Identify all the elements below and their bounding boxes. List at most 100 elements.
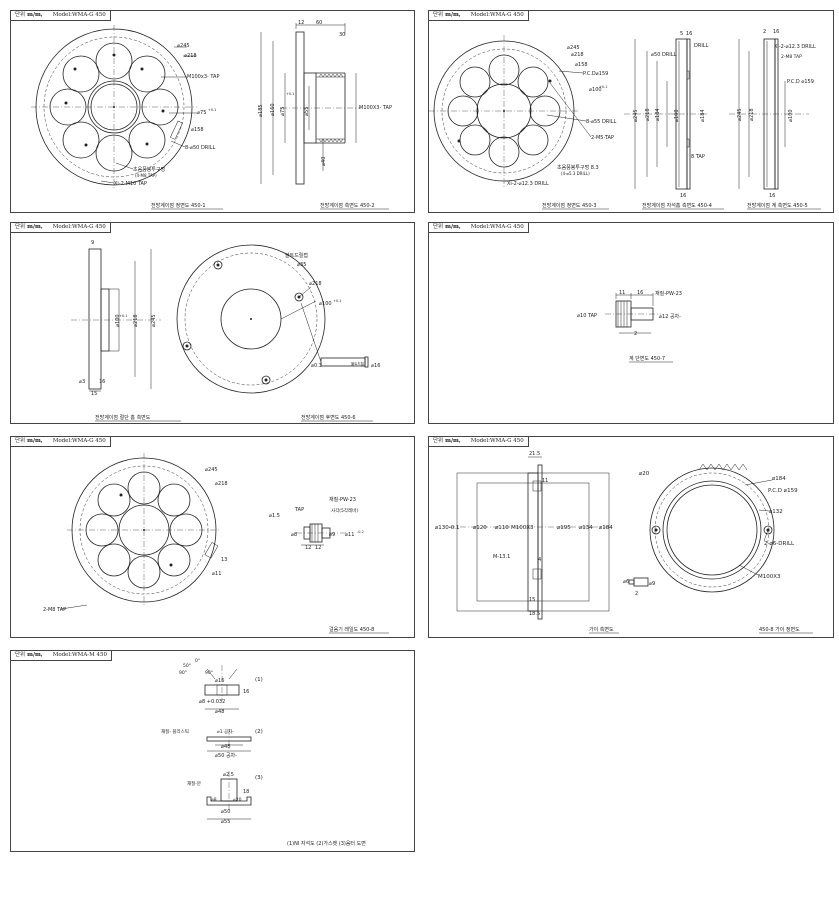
label-rdrill: Xi-2-⌀12.3 DRILL bbox=[774, 44, 816, 50]
label-m16: 16 bbox=[637, 290, 643, 296]
label-n1: (1) bbox=[255, 677, 263, 683]
label-mat3: 재질-분 bbox=[187, 780, 201, 787]
caption-section: 전방계이점 절단 홈 측면도 bbox=[95, 414, 151, 421]
label-tap: ⌀10 TAP bbox=[577, 313, 597, 319]
label-rdrill: 2-⌀6-DRILL bbox=[764, 541, 795, 547]
label-g120: ⌀120 bbox=[473, 525, 487, 531]
label-mtap: TAP bbox=[294, 507, 304, 513]
label-h3: ⌀3 bbox=[79, 379, 85, 385]
label-p20: ⌀20 bbox=[233, 797, 242, 803]
label-d158: ⌀158 bbox=[575, 62, 588, 68]
label-r184: ⌀184 bbox=[772, 476, 786, 482]
label-d13: 13 bbox=[221, 557, 227, 563]
label-p1: ⌀1 공차- bbox=[217, 728, 234, 735]
label-p16: ⌀16 bbox=[215, 678, 224, 684]
label-d11: ⌀11 bbox=[212, 571, 221, 577]
label-g134: ⌀134 bbox=[579, 525, 593, 531]
label-s75: ⌀75 bbox=[280, 107, 286, 116]
label-t60: 60 bbox=[316, 20, 322, 26]
label-d100-tol: +0.1 bbox=[599, 85, 608, 89]
caption-guide-front: 450-8 가이 정면도 bbox=[759, 626, 800, 633]
label-d218: ⌀218 bbox=[184, 53, 197, 59]
label-p16b: 16 bbox=[243, 689, 249, 695]
label-d245: ⌀245 bbox=[567, 45, 580, 51]
label-g195: ⌀195 bbox=[557, 525, 571, 531]
drawing-parts-1-2-3: 50° 0° 90° 90° ⌀16 ⌀8 +0.032 ⌀48 16 (1) … bbox=[161, 658, 366, 847]
caption-450-4: 전방계이점 자석홈 측면도 450-4 bbox=[642, 202, 712, 209]
label-r100: ⌀100 bbox=[788, 109, 794, 122]
label-r2: 2 bbox=[635, 591, 638, 597]
label-d245: ⌀245 bbox=[177, 43, 190, 49]
label-m11-tol: -0.2 bbox=[357, 530, 364, 534]
label-m9: ⌀9 bbox=[329, 532, 335, 538]
label-g11: 11 bbox=[542, 478, 548, 484]
label-cdrill: DRILL bbox=[694, 43, 709, 49]
label-g185: 18.5 bbox=[529, 611, 540, 617]
label-two: 2 bbox=[634, 331, 637, 337]
label-a90b: 90° bbox=[205, 670, 213, 676]
label-p18: 18 bbox=[243, 789, 249, 795]
label-s160: ⌀160 bbox=[270, 103, 276, 116]
drawing-450-3-front-and-sides: ⌀245 ⌀218 ⌀158 P.C.D⌀159 ⌀100 +0.1 8-⌀55… bbox=[429, 29, 821, 210]
label-d100: ⌀100 bbox=[589, 87, 602, 93]
label-hs3: ⌀0.3 bbox=[311, 363, 322, 369]
label-s185: ⌀185 bbox=[258, 104, 264, 117]
label-c190: ⌀184 bbox=[700, 109, 706, 122]
caption-450-8: 걸음기 레일도 450-8 bbox=[329, 626, 374, 633]
label-d245: ⌀245 bbox=[205, 467, 218, 473]
label-p8: ⌀8 +0.032 bbox=[199, 699, 225, 705]
caption-450-3: 전방계이점 정면도 450-3 bbox=[542, 202, 597, 209]
label-n3: (3) bbox=[255, 775, 263, 781]
label-d12: ⌀12 공차- bbox=[659, 313, 681, 320]
label-r132: ⌀132 bbox=[769, 509, 783, 515]
label-tap100: M100x3- TAP bbox=[187, 74, 220, 80]
label-c218: ⌀218 bbox=[645, 108, 651, 121]
label-h35: ⌀35 bbox=[297, 262, 306, 268]
label-mmat: 재질-PW-23 bbox=[329, 496, 356, 503]
label-p50b: ⌀50 bbox=[221, 809, 230, 815]
label-sensor-hole: 초음풍봉투구멍 bbox=[133, 166, 165, 173]
label-drill: 8-⌀50 DRILL bbox=[185, 145, 216, 151]
label-r218: ⌀218 bbox=[749, 108, 755, 121]
caption-parts: (1)NI 자석도 (2)가스켓 (3)음터 도면 bbox=[287, 840, 366, 847]
label-hdrill: 볼트드릴접 bbox=[285, 252, 308, 259]
label-s130: M100X3- TAP bbox=[359, 105, 392, 111]
caption-guide-side: 가이 측면도 bbox=[589, 626, 614, 633]
label-mat2: 재질- 플라스틱 bbox=[161, 728, 189, 735]
label-h100b: ⌀100 bbox=[319, 301, 332, 307]
label-g4: 4 bbox=[538, 557, 541, 563]
label-h100-tol: +0.1 bbox=[119, 314, 128, 318]
label-p8b: ⌀8 bbox=[211, 797, 217, 803]
label-tap5: 2-M5-TAP bbox=[591, 135, 614, 141]
label-rpcd: P.C.D ⌀159 bbox=[787, 79, 814, 85]
label-c100: ⌀100 bbox=[674, 109, 680, 122]
label-r16: 16 bbox=[773, 29, 779, 35]
label-a90a: 90° bbox=[179, 670, 187, 676]
label-g184: ⌀184 bbox=[599, 525, 613, 531]
caption-450-5: 전방계이점 계 측면도 450-5 bbox=[747, 202, 808, 209]
drawing-450-7-cross-section: 11 16 재질-PW-23 ⌀10 TAP ⌀12 공차- 2 계 단면도 4… bbox=[577, 290, 682, 363]
label-g13: M-13.1 bbox=[493, 554, 510, 560]
label-hs16: ⌀16 bbox=[371, 363, 380, 369]
label-t30: 30 bbox=[339, 32, 345, 38]
label-tap: 2-M8 TAP bbox=[43, 607, 66, 613]
label-pcd: P.C.D⌀159 bbox=[583, 71, 608, 77]
label-d218: ⌀218 bbox=[571, 52, 584, 58]
label-p48b: ⌀48 bbox=[221, 744, 230, 750]
label-c16b: 16 bbox=[680, 193, 686, 199]
label-rpcd: P.C.D ⌀159 bbox=[768, 488, 798, 494]
label-drill: 8-⌀55 DRILL bbox=[586, 119, 617, 125]
label-s55: ⌀55 bbox=[304, 107, 310, 116]
label-p55: ⌀55 bbox=[221, 819, 230, 825]
drawing-450-1-front-and-side: ⌀245 ⌀218 M100x3- TAP ⌀75 +0.1 ⌀158 8-⌀5… bbox=[31, 20, 392, 210]
label-r2: 2 bbox=[763, 29, 766, 35]
caption-450-2: 전방계이점 측면도 450-2 bbox=[320, 202, 375, 209]
